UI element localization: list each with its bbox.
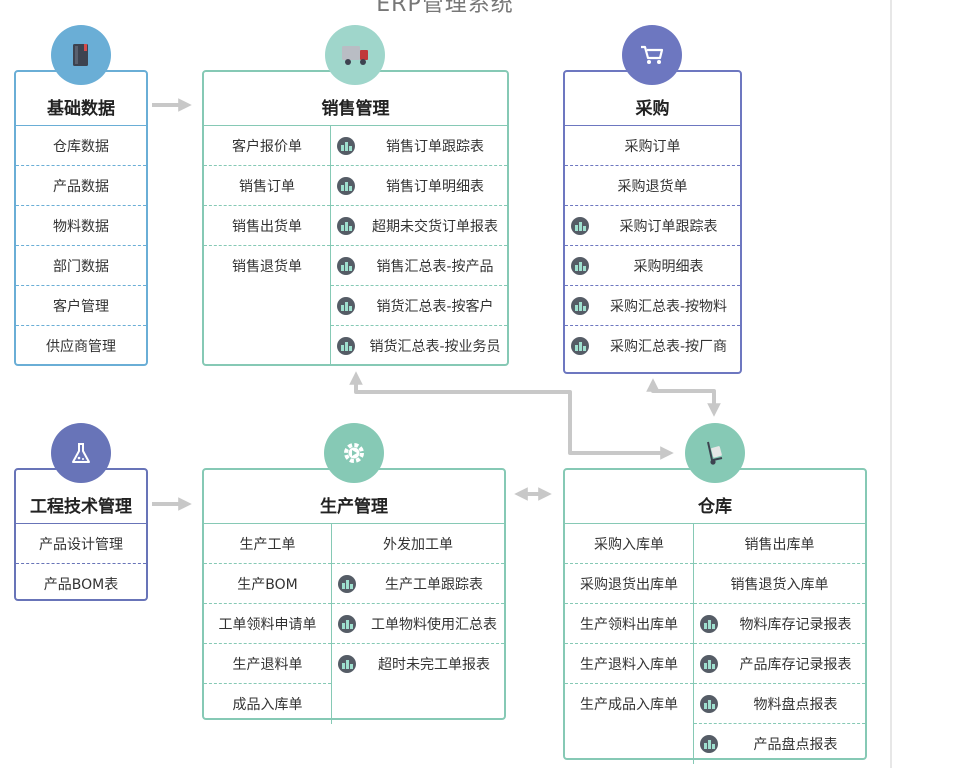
bar-chart-icon — [338, 655, 356, 673]
list-item[interactable]: 生产领料出库单 — [565, 604, 693, 644]
list-item[interactable]: 生产工单 — [204, 524, 331, 564]
list-item[interactable]: 销售订单 — [204, 166, 330, 206]
list-item[interactable]: 产品设计管理 — [16, 524, 146, 564]
list-item[interactable]: 生产成品入库单 — [580, 697, 678, 713]
bar-chart-icon — [337, 176, 355, 195]
bar-chart-icon — [700, 694, 718, 713]
page-title: ERP管理系统 — [376, 0, 514, 17]
list-item[interactable]: 部门数据 — [16, 246, 146, 286]
sales-panel: 销售管理 客户报价单 销售订单 销售出货单 销售退货单 销售订单跟踪表 销售订单… — [202, 70, 509, 366]
bar-chart-icon — [337, 337, 355, 355]
report-item[interactable]: 物料盘点报表 — [694, 684, 865, 724]
list-item[interactable]: 生产退料入库单 — [565, 644, 693, 684]
list-item[interactable]: 供应商管理 — [46, 339, 116, 355]
list-item[interactable]: 生产退料单 — [204, 644, 331, 684]
bar-chart-icon — [337, 256, 355, 275]
list-item[interactable]: 销售出货单 — [204, 206, 330, 246]
bar-chart-icon — [571, 337, 589, 355]
production-title: 生产管理 — [204, 470, 504, 524]
bar-chart-icon — [571, 296, 589, 315]
arrow-sales-warehouse — [349, 371, 674, 460]
book-icon — [51, 25, 111, 85]
sales-title: 销售管理 — [204, 72, 507, 126]
production-panel: 生产管理 生产工单 生产BOM 工单领料申请单 生产退料单 成品入库单 外发加工… — [202, 468, 506, 724]
warehouse-title: 仓库 — [565, 470, 865, 524]
list-item[interactable]: 销售出库单 — [694, 524, 865, 564]
flask-icon — [51, 423, 111, 483]
list-item[interactable]: 生产BOM — [204, 564, 331, 604]
list-item[interactable]: 产品数据 — [16, 166, 146, 206]
bar-chart-icon — [571, 256, 589, 275]
list-item[interactable]: 采购入库单 — [565, 524, 693, 564]
report-item[interactable]: 采购订单跟踪表 — [565, 206, 740, 246]
engineering-title: 工程技术管理 — [16, 470, 146, 524]
report-item[interactable]: 产品库存记录报表 — [694, 644, 865, 684]
bar-chart-icon — [700, 735, 718, 753]
report-item[interactable]: 销售订单明细表 — [331, 166, 507, 206]
bar-chart-icon — [700, 614, 718, 633]
truck-icon — [325, 25, 385, 85]
report-item[interactable]: 物料库存记录报表 — [694, 604, 865, 644]
report-item[interactable]: 超时未完工单报表 — [332, 644, 504, 684]
report-item[interactable]: 采购汇总表-按厂商 — [565, 326, 740, 366]
report-item[interactable]: 销售汇总表-按产品 — [331, 246, 507, 286]
report-item[interactable]: 销货汇总表-按业务员 — [331, 326, 507, 366]
hand-truck-icon — [685, 423, 745, 483]
page-divider — [890, 0, 892, 768]
bar-chart-icon — [338, 614, 356, 633]
report-item[interactable]: 生产工单跟踪表 — [332, 564, 504, 604]
warehouse-panel: 仓库 采购入库单 采购退货出库单 生产领料出库单 生产退料入库单 生产成品入库单… — [563, 468, 867, 764]
report-item[interactable]: 产品盘点报表 — [694, 724, 865, 764]
bar-chart-icon — [337, 296, 355, 315]
base-data-panel: 基础数据 仓库数据 产品数据 物料数据 部门数据 客户管理 供应商管理 — [14, 70, 148, 366]
list-item[interactable]: 销售退货入库单 — [694, 564, 865, 604]
report-item[interactable]: 采购汇总表-按物料 — [565, 286, 740, 326]
list-item[interactable]: 成品入库单 — [232, 697, 303, 713]
report-item[interactable]: 工单物料使用汇总表 — [332, 604, 504, 644]
list-item[interactable]: 客户管理 — [16, 286, 146, 326]
list-item[interactable]: 物料数据 — [16, 206, 146, 246]
bar-chart-icon — [571, 216, 589, 235]
list-item[interactable]: 采购退货单 — [565, 166, 740, 206]
arrow-purchase-warehouse — [646, 378, 721, 417]
engineering-panel: 工程技术管理 产品设计管理 产品BOM表 — [14, 468, 148, 601]
list-item[interactable]: 采购退货出库单 — [565, 564, 693, 604]
list-item[interactable]: 工单领料申请单 — [204, 604, 331, 644]
bar-chart-icon — [337, 216, 355, 235]
list-item[interactable]: 仓库数据 — [16, 126, 146, 166]
list-item[interactable]: 销售退货单 — [232, 259, 302, 275]
purchase-title: 采购 — [565, 72, 740, 126]
bar-chart-icon — [700, 654, 718, 673]
list-item[interactable]: 采购订单 — [565, 126, 740, 166]
report-item[interactable]: 采购明细表 — [565, 246, 740, 286]
report-item[interactable]: 销货汇总表-按客户 — [331, 286, 507, 326]
bar-chart-icon — [337, 136, 355, 155]
purchase-panel: 采购 采购订单 采购退货单 采购订单跟踪表 采购明细表 采购汇总表-按物料 采购… — [563, 70, 742, 374]
list-item[interactable]: 客户报价单 — [204, 126, 330, 166]
gear-icon — [324, 423, 384, 483]
base-data-title: 基础数据 — [16, 72, 146, 126]
bar-chart-icon — [338, 574, 356, 593]
report-item[interactable]: 销售订单跟踪表 — [331, 126, 507, 166]
list-item[interactable]: 外发加工单 — [332, 524, 504, 564]
report-item[interactable]: 超期未交货订单报表 — [331, 206, 507, 246]
list-item[interactable]: 产品BOM表 — [43, 577, 119, 593]
cart-icon — [622, 25, 682, 85]
